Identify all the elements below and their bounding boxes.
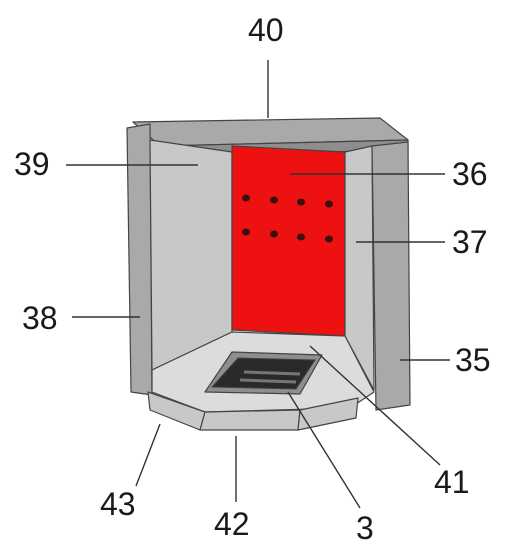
air-hole (242, 228, 250, 236)
part-39-left-inner-brick (149, 139, 233, 371)
callout-37: 37 (452, 224, 488, 260)
air-holes (242, 194, 333, 243)
part-42-front-center-brick (199, 409, 301, 431)
grate-bar (239, 378, 297, 384)
callout-41: 41 (434, 464, 470, 500)
air-hole (325, 235, 333, 243)
air-hole (325, 200, 333, 208)
callout-42: 42 (214, 506, 250, 542)
leader-41 (309, 345, 441, 466)
leader-3 (287, 391, 361, 509)
part-37-right-inner-brick (344, 145, 375, 391)
callout-38: 38 (22, 300, 58, 336)
air-hole (270, 230, 278, 238)
air-hole (242, 194, 250, 202)
air-hole (297, 233, 305, 241)
callout-36: 36 (452, 156, 488, 192)
air-hole (297, 198, 305, 206)
callout-40: 40 (248, 12, 284, 48)
callout-43: 43 (100, 486, 136, 522)
grate-bar (243, 370, 301, 376)
air-hole (270, 196, 278, 204)
callout-3: 3 (356, 510, 374, 546)
part-35-right-wall (371, 141, 411, 411)
callout-35: 35 (455, 342, 491, 378)
leader-43 (135, 423, 161, 487)
callout-39: 39 (14, 146, 50, 182)
leader-lines (66, 60, 450, 509)
part-42-front-right-brick (297, 397, 359, 431)
